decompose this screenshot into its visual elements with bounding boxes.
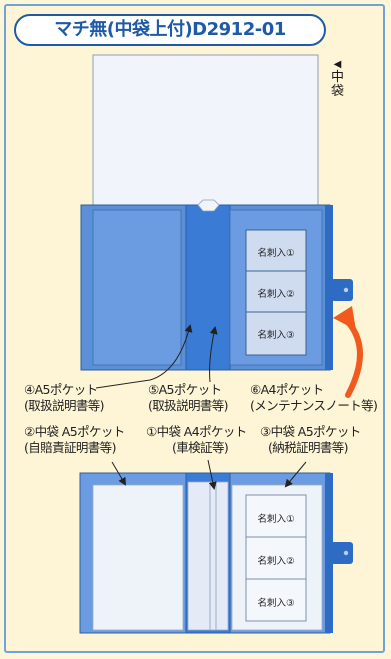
top-edge-strip [325, 205, 333, 370]
callout-5-line2: (取扱説明書等) [148, 398, 229, 413]
callout-line-4 [95, 324, 193, 389]
callout-4-line1: ④A5ポケット [24, 382, 98, 397]
inner-pocket-label-char-1: 中 [331, 70, 345, 85]
orange-arrow-head [333, 306, 356, 330]
inner-pocket-label-arrow: ◀ [333, 59, 342, 70]
orange-arrow-shaft [345, 319, 363, 398]
bottom-card-slot-3: 名刺入③ [257, 598, 295, 609]
bottom-center-sleeve [187, 481, 229, 631]
top-card-slot-3: 名刺入③ [257, 330, 295, 341]
inner-pocket-label-char-2: 袋 [331, 84, 345, 99]
callout-4-line2: (取扱説明書等) [24, 398, 105, 413]
callout-line-1 [207, 459, 217, 490]
callout-line-3 [284, 461, 307, 488]
bottom-closing-tab [331, 542, 353, 564]
top-spine [185, 204, 231, 371]
callout-6-line1: ⑥A4ポケット [250, 382, 324, 397]
callout-1-line1: ①中袋 A4ポケット [146, 424, 247, 439]
top-left-pocket [92, 209, 182, 366]
bottom-snap-button [343, 550, 349, 556]
top-card-slot-1: 名刺入① [257, 248, 295, 259]
bottom-edge-strip [325, 473, 333, 633]
callout-1-line2: (車検証等) [172, 440, 229, 455]
callout-5-line1: ⑤A5ポケット [148, 382, 222, 397]
callout-2-line1: ②中袋 A5ポケット [24, 424, 125, 439]
callout-6-line2: (メンテナンスノート等) [250, 398, 378, 413]
callout-line-5 [209, 326, 218, 383]
top-card-slot-2: 名刺入② [257, 289, 295, 300]
callout-3-line2: (納税証明書等) [268, 440, 349, 455]
bottom-card-slot-1: 名刺入① [257, 514, 295, 525]
callout-line-2 [111, 461, 127, 486]
bottom-card-holder [245, 494, 307, 622]
top-closing-tab [331, 279, 353, 301]
top-snap-button [343, 287, 349, 293]
top-card-holder [245, 229, 307, 356]
top-notch [197, 199, 220, 212]
callout-3-line1: ③中袋 A5ポケット [260, 424, 361, 439]
callout-2-line2: (自賠責証明書等) [24, 440, 116, 455]
bottom-card-slot-2: 名刺入② [257, 556, 295, 567]
diagram-title: マチ無(中袋上付)D2912-01 [14, 14, 326, 46]
inner-sleeve-sheet [92, 54, 319, 216]
bottom-left-sleeve [92, 484, 184, 631]
